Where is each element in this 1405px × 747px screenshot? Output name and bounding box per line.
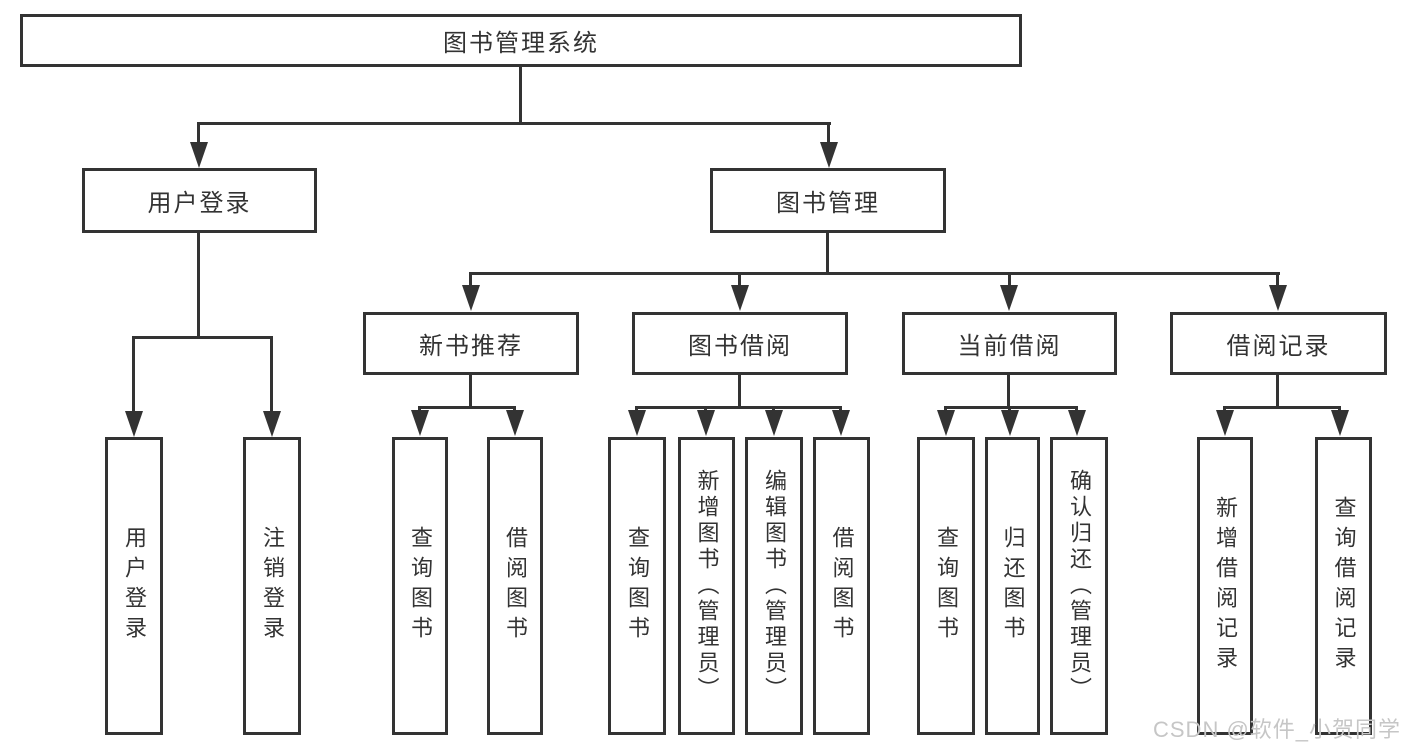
- leaf-add-borrow-record: 新增借阅记录: [1197, 437, 1253, 735]
- leaf-user-login-label: 用户登录: [122, 526, 147, 646]
- connector-borrowing-records-horizontal: [1223, 406, 1341, 409]
- leaf-borrowing-query-books-label: 查询图书: [625, 526, 650, 646]
- node-book-borrowing: 图书借阅: [632, 312, 848, 375]
- node-library-system: 图书管理系统: [20, 14, 1022, 67]
- arrowhead-down-icon: [1216, 410, 1234, 436]
- connector-stem-leaf-logout: [270, 336, 273, 414]
- leaf-borrowing-borrow-books: 借阅图书: [813, 437, 870, 735]
- leaf-user-login: 用户登录: [105, 437, 163, 735]
- arrowhead-down-icon: [1331, 410, 1349, 436]
- arrowhead-down-icon: [190, 142, 208, 168]
- arrowhead-down-icon: [263, 411, 281, 437]
- connector-current-borrowing-vertical: [1007, 375, 1010, 406]
- arrowhead-down-icon: [125, 411, 143, 437]
- leaf-add-borrow-record-label: 新增借阅记录: [1213, 496, 1238, 676]
- connector-book-borrowing-vertical: [738, 375, 741, 406]
- arrowhead-down-icon: [462, 285, 480, 311]
- node-new-book-recommend: 新书推荐: [363, 312, 579, 375]
- node-current-borrowing: 当前借阅: [902, 312, 1117, 375]
- node-book-management-label: 图书管理: [776, 190, 880, 217]
- connector-current-borrowing-horizontal: [944, 406, 1078, 409]
- leaf-newbook-query-books: 查询图书: [392, 437, 448, 735]
- connector-stem-new-book: [469, 272, 472, 290]
- leaf-edit-books-admin-label: 编辑图书（管理员）: [762, 469, 787, 703]
- arrowhead-down-icon: [506, 410, 524, 436]
- csdn-watermark: CSDN @软件_小贺同学: [1153, 717, 1402, 742]
- arrowhead-down-icon: [697, 410, 715, 436]
- node-book-management: 图书管理: [710, 168, 946, 233]
- connector-book-borrowing-horizontal: [635, 406, 842, 409]
- connector-borrowing-records-vertical: [1276, 375, 1279, 406]
- node-current-borrowing-label: 当前借阅: [957, 333, 1062, 360]
- arrowhead-down-icon: [765, 410, 783, 436]
- connector-stem-borrowing-records: [1276, 272, 1279, 290]
- arrowhead-down-icon: [832, 410, 850, 436]
- leaf-edit-books-admin: 编辑图书（管理员）: [745, 437, 803, 735]
- arrowhead-down-icon: [628, 410, 646, 436]
- leaf-current-query-books: 查询图书: [917, 437, 975, 735]
- arrowhead-down-icon: [1000, 285, 1018, 311]
- node-borrowing-records-label: 借阅记录: [1226, 333, 1331, 360]
- leaf-logout: 注销登录: [243, 437, 301, 735]
- leaf-add-books-admin: 新增图书（管理员）: [678, 437, 735, 735]
- leaf-current-query-books-label: 查询图书: [934, 526, 959, 646]
- leaf-confirm-return-admin-label: 确认归还（管理员）: [1067, 469, 1092, 703]
- arrowhead-down-icon: [937, 410, 955, 436]
- node-user-login-label: 用户登录: [147, 190, 252, 217]
- connector-book-management-horizontal: [469, 272, 1280, 275]
- node-user-login: 用户登录: [82, 168, 317, 233]
- leaf-borrowing-borrow-books-label: 借阅图书: [829, 526, 855, 646]
- arrowhead-down-icon: [1001, 410, 1019, 436]
- node-book-borrowing-label: 图书借阅: [688, 333, 792, 360]
- connector-stem-leaf-user-login: [132, 336, 135, 414]
- leaf-newbook-query-books-label: 查询图书: [408, 526, 433, 646]
- connector-stem-user-login: [197, 122, 200, 146]
- leaf-borrowing-query-books: 查询图书: [608, 437, 666, 735]
- node-borrowing-records: 借阅记录: [1170, 312, 1387, 375]
- arrowhead-down-icon: [731, 285, 749, 311]
- node-library-system-label: 图书管理系统: [443, 30, 599, 57]
- connector-new-book-vertical: [469, 375, 472, 406]
- connector-root-horizontal: [197, 122, 831, 125]
- leaf-confirm-return-admin: 确认归还（管理员）: [1050, 437, 1108, 735]
- connector-stem-current-borrowing: [1008, 272, 1011, 290]
- leaf-query-borrow-record: 查询借阅记录: [1315, 437, 1372, 735]
- arrowhead-down-icon: [1068, 410, 1086, 436]
- connector-stem-book-borrowing: [738, 272, 741, 290]
- connector-new-book-horizontal: [418, 406, 516, 409]
- leaf-return-books: 归还图书: [985, 437, 1040, 735]
- leaf-query-borrow-record-label: 查询借阅记录: [1331, 496, 1357, 676]
- connector-user-login-horizontal: [132, 336, 273, 339]
- leaf-add-books-admin-label: 新增图书（管理员）: [694, 469, 720, 703]
- leaf-newbook-borrow-books-label: 借阅图书: [503, 526, 528, 646]
- connector-stem-book-management: [827, 122, 830, 146]
- leaf-return-books-label: 归还图书: [1000, 526, 1026, 646]
- arrowhead-down-icon: [411, 410, 429, 436]
- leaf-logout-label: 注销登录: [260, 526, 285, 646]
- leaf-newbook-borrow-books: 借阅图书: [487, 437, 543, 735]
- connector-root-vertical: [519, 66, 522, 122]
- connector-book-management-vertical: [826, 232, 829, 272]
- arrowhead-down-icon: [820, 142, 838, 168]
- connector-user-login-vertical: [197, 233, 200, 336]
- arrowhead-down-icon: [1269, 285, 1287, 311]
- node-new-book-recommend-label: 新书推荐: [419, 333, 523, 360]
